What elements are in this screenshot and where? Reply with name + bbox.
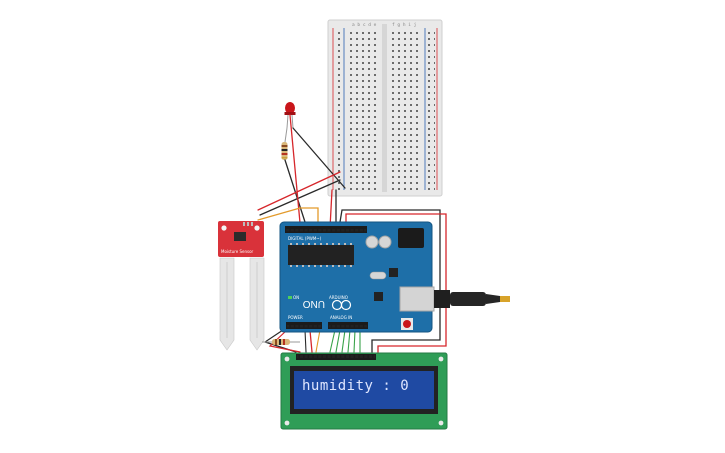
- arduino-uno[interactable]: DIGITAL (PWM~) ARDUINO UNO ON: [279, 221, 435, 333]
- uno-logo-text: UNO: [303, 298, 325, 309]
- power-label: POWER: [288, 315, 303, 320]
- on-label: ON: [293, 295, 299, 300]
- resistor-led[interactable]: [281, 127, 288, 160]
- sensor-label: Moisture Sensor: [221, 249, 254, 254]
- digital-label: DIGITAL (PWM~): [288, 236, 322, 241]
- arduino-brand: ARDUINO: [329, 295, 348, 300]
- lcd-line-1: humidity : 0: [302, 378, 409, 394]
- lcd-display[interactable]: humidity : 0: [280, 352, 448, 430]
- resistor-lcd[interactable]: [262, 339, 300, 345]
- usb-port[interactable]: [399, 286, 435, 312]
- sensor-pins[interactable]: [243, 222, 253, 226]
- breadboard[interactable]: a b c d e f g h i j: [327, 19, 443, 197]
- breadboard-letters-right: f g h i j: [392, 22, 416, 28]
- analog-label: ANALOG IN: [330, 315, 352, 320]
- lcd-screen: [294, 371, 434, 409]
- led[interactable]: [284, 102, 296, 129]
- usb-cable[interactable]: [434, 290, 510, 308]
- moisture-sensor[interactable]: Moisture Sensor: [218, 221, 265, 351]
- power-jack[interactable]: [398, 228, 424, 248]
- breadboard-letters-left: a b c d e: [352, 22, 377, 28]
- arduino-logo: ARDUINO UNO: [303, 295, 352, 311]
- microcontroller-chip: [288, 245, 354, 265]
